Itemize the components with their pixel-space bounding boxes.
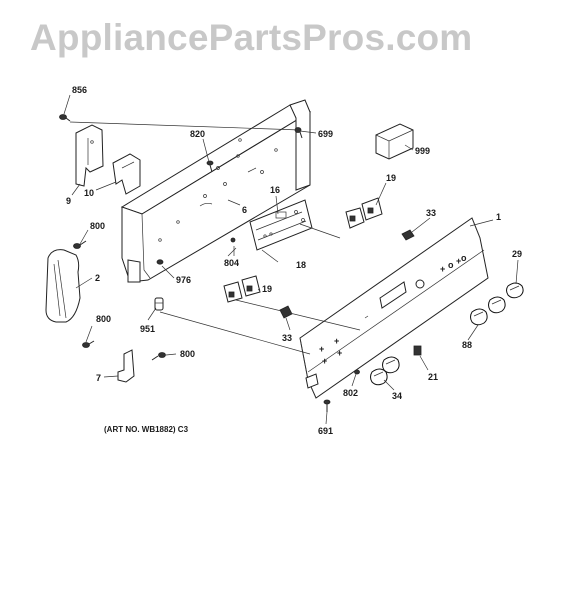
screw-800-middle	[82, 340, 95, 348]
svg-text:+: +	[456, 256, 461, 266]
watermark-text: AppliancePartsPros.com	[30, 17, 472, 58]
knob-29	[506, 282, 524, 299]
label-800a: 800	[90, 221, 105, 231]
connector-33-upper	[401, 229, 415, 241]
knob-34a	[370, 368, 388, 386]
art-number-note: (ART NO. WB1882) C3	[104, 425, 189, 434]
screw-800-upper	[73, 240, 87, 249]
label-691: 691	[318, 426, 333, 436]
label-800b: 800	[96, 314, 111, 324]
svg-text:+: +	[319, 344, 324, 354]
screw-820	[206, 160, 214, 173]
label-856: 856	[72, 85, 87, 95]
end-cap-2	[45, 249, 81, 323]
label-18: 18	[296, 260, 306, 270]
leader-lines	[63, 94, 519, 425]
screw-800-lower	[151, 352, 166, 361]
switch-19-lower	[223, 275, 261, 303]
svg-text:+: +	[440, 264, 445, 274]
label-2: 2	[95, 273, 100, 283]
clip-21	[413, 345, 422, 356]
label-88: 88	[462, 340, 472, 350]
label-804: 804	[224, 258, 239, 268]
svg-text:+: +	[337, 348, 342, 358]
label-976: 976	[176, 275, 191, 285]
bracket-9	[75, 124, 104, 187]
screw-804	[230, 237, 236, 243]
screw-802	[354, 369, 360, 375]
label-29: 29	[512, 249, 522, 259]
label-16: 16	[270, 185, 280, 195]
label-800c: 800	[180, 349, 195, 359]
label-1: 1	[496, 212, 501, 222]
label-33b: 33	[282, 333, 292, 343]
svg-text:o: o	[448, 260, 454, 270]
svg-text:+: +	[322, 356, 327, 366]
bracket-7	[117, 349, 135, 383]
part-labels: 856 820 699 999 9 10 16 19 6 33 1 800 2 …	[66, 85, 522, 436]
bracket-10	[112, 153, 141, 195]
label-999: 999	[415, 146, 430, 156]
screw-856	[59, 114, 71, 122]
label-9: 9	[66, 196, 71, 206]
label-21: 21	[428, 372, 438, 382]
label-802: 802	[343, 388, 358, 398]
label-19b: 19	[262, 284, 272, 294]
backsplash-frame	[120, 99, 312, 283]
label-19a: 19	[386, 173, 396, 183]
label-951: 951	[140, 324, 155, 334]
label-10: 10	[84, 188, 94, 198]
svg-text:+: +	[334, 336, 339, 346]
screw-691	[323, 399, 331, 412]
label-699: 699	[318, 129, 333, 139]
screw-976	[156, 259, 164, 265]
knob-88a	[470, 308, 488, 326]
knob-34b	[382, 356, 400, 374]
label-7: 7	[96, 373, 101, 383]
switch-19-upper	[345, 197, 383, 229]
label-6: 6	[242, 205, 247, 215]
part-999-box	[375, 123, 414, 160]
control-panel-1: + + + + + + o o	[299, 217, 489, 399]
svg-text:o: o	[461, 253, 467, 263]
label-34: 34	[392, 391, 402, 401]
label-820: 820	[190, 129, 205, 139]
label-33a: 33	[426, 208, 436, 218]
knob-88b	[488, 296, 506, 314]
clip-951	[154, 297, 164, 311]
